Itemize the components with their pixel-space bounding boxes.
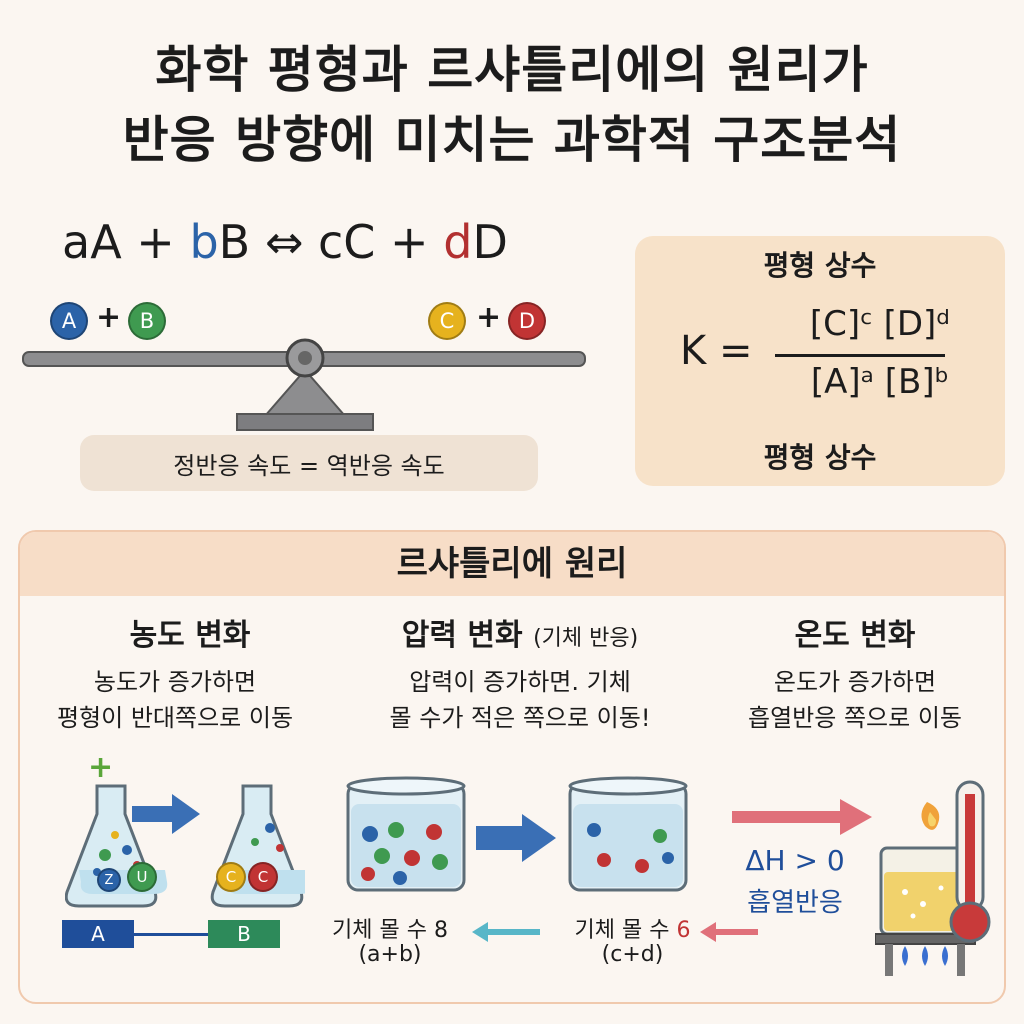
connector-line: [134, 933, 208, 936]
pressure-left-count: 기체 몰 수 8: [332, 918, 448, 943]
pressure-right-sub: (c+d): [601, 942, 664, 967]
constant-label-top: 평형 상수: [763, 249, 877, 282]
arrow-right-icon: [732, 799, 872, 835]
pressure-right-count: 기체 몰 수 6: [545, 912, 720, 944]
flask1-particle: Z: [97, 868, 121, 892]
concentration-line2: 평형이 반대쪽으로 이동: [56, 704, 294, 732]
molecule-a: A: [50, 302, 88, 340]
constant-k: K =: [680, 328, 753, 374]
le-chatelier-panel: 르샤틀리에 원리 농도 변화 농도가 증가하면 평형이 반대쪽으로 이동 압력 …: [18, 530, 1006, 1004]
fraction-bar: [775, 354, 945, 357]
pressure-heading: 압력 변화 (기체 반응): [340, 610, 700, 654]
equilibrium-constant-box: 평형 상수 K = [C]ᶜ [D]ᵈ [A]ᵃ [B]ᵇ 평형 상수: [635, 236, 1005, 486]
molecule-b: B: [128, 302, 166, 340]
constant-denominator: [A]ᵃ [B]ᵇ: [810, 362, 950, 402]
temperature-heading: 온도 변화: [794, 618, 916, 653]
eq-term-c: cC: [318, 215, 376, 269]
arrow-right-icon: [132, 794, 200, 834]
rate-equality-caption: 정반응 속도 = 역반응 속도: [80, 435, 538, 491]
constant-numerator: [C]ᶜ [D]ᵈ: [809, 304, 951, 344]
balance-plus: +: [96, 300, 122, 335]
balance-scale-icon: [22, 338, 586, 431]
eq-arrow: ⇔: [250, 215, 319, 269]
label-a: A: [62, 920, 134, 948]
molecule-c: C: [428, 302, 466, 340]
eq-sym-b: B: [218, 215, 251, 269]
reaction-equation: aA + bB ⇔ cC + dD: [62, 215, 508, 269]
eq-sym-d: D: [472, 215, 508, 269]
molecule-d: D: [508, 302, 546, 340]
label-b: B: [208, 920, 280, 948]
eq-coef-d: d: [443, 215, 473, 269]
eq-plus: +: [375, 215, 444, 269]
arrow-left-icon: [700, 922, 758, 942]
eq-coef-b: b: [189, 215, 219, 269]
panel-heading: 르샤틀리에 원리: [20, 532, 1004, 596]
pressure-right-count-num: 6: [676, 918, 691, 943]
concentration-line1: 농도가 증가하면: [93, 668, 257, 696]
pressure-left-sub: (a+b): [358, 942, 422, 967]
flask2-particle: C: [248, 862, 278, 892]
gas-beakers-icon: [346, 776, 688, 892]
page-title-line1: 화학 평형과 르샤틀리에의 원리가: [155, 41, 869, 99]
pressure-right-count-label: 기체 몰 수: [574, 918, 677, 943]
pressure-heading-note: (기체 반응): [533, 626, 639, 651]
pressure-heading-main: 압력 변화: [401, 618, 523, 653]
pressure-line2: 몰 수가 적은 쪽으로 이동!: [389, 704, 651, 732]
balance-plus: +: [476, 300, 502, 335]
concentration-desc: 농도가 증가하면 평형이 반대쪽으로 이동: [20, 664, 330, 736]
flask1-particle: U: [127, 862, 157, 892]
eq-term-a: aA: [62, 215, 122, 269]
heated-beaker-thermometer-icon: [875, 780, 991, 976]
constant-label-bottom: 평형 상수: [763, 441, 877, 474]
enthalpy-label: ΔH > 0: [745, 844, 845, 877]
flask2-particle: C: [216, 862, 246, 892]
endothermic-label: 흡열반응: [747, 888, 843, 918]
pressure-line1: 압력이 증가하면. 기체: [409, 668, 631, 696]
temperature-line2: 흡열반응 쪽으로 이동: [748, 704, 962, 732]
concentration-heading: 농도 변화: [129, 618, 251, 653]
page-title-line2: 반응 방향에 미치는 과학적 구조분석: [122, 111, 902, 169]
eq-plus: +: [121, 215, 190, 269]
concentration-plus-mark: +: [88, 750, 114, 785]
arrow-left-icon: [472, 922, 540, 942]
pressure-desc: 압력이 증가하면. 기체 몰 수가 적은 쪽으로 이동!: [340, 664, 700, 736]
temperature-line1: 온도가 증가하면: [773, 668, 937, 696]
temperature-desc: 온도가 증가하면 흡열반응 쪽으로 이동: [710, 664, 1000, 736]
